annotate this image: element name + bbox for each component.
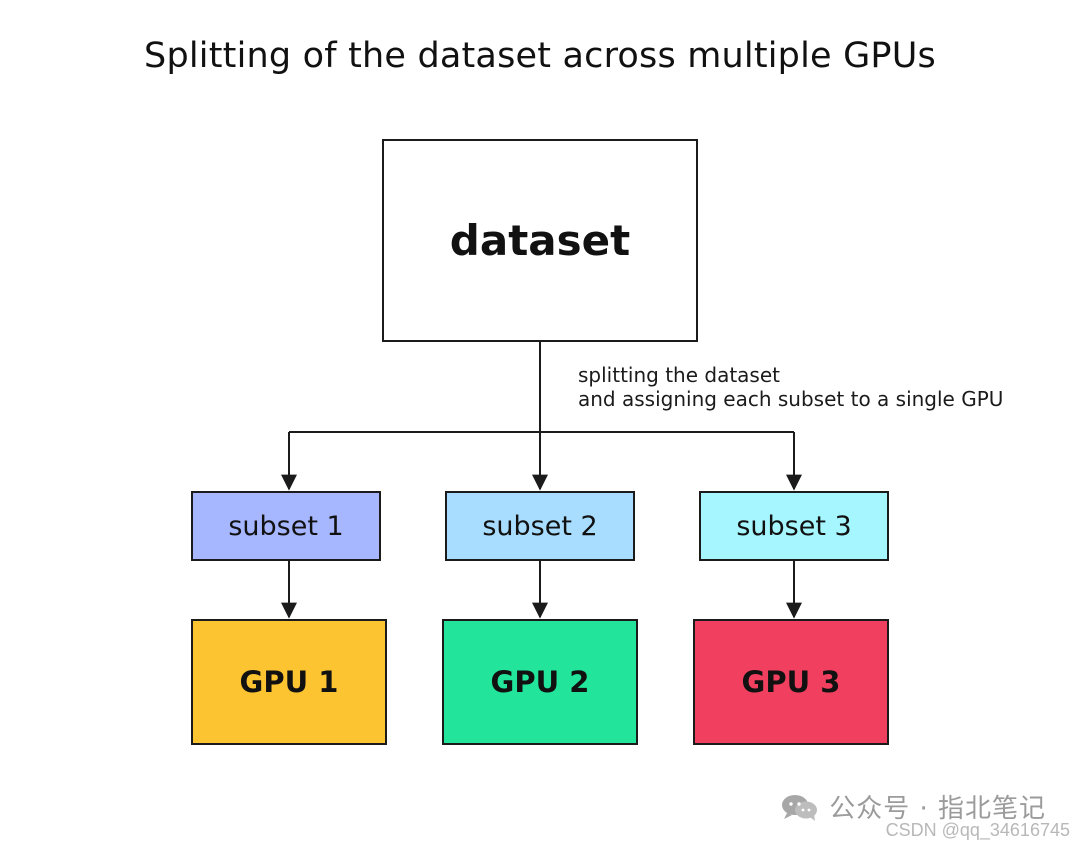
diagram-title: Splitting of the dataset across multiple…	[144, 36, 936, 76]
watermark-text: 公众号 · 指北笔记	[829, 794, 1046, 824]
csdn-watermark: CSDN @qq_34616745	[885, 820, 1070, 840]
annotation-line-1: splitting the dataset	[578, 363, 780, 387]
wechat-icon	[782, 794, 818, 821]
wechat-watermark: 公众号 · 指北笔记	[779, 788, 1046, 825]
gpu-3-node: GPU 3	[693, 619, 889, 745]
gpu-1-node: GPU 1	[191, 619, 387, 745]
split-annotation: splitting the dataset and assigning each…	[578, 363, 1003, 411]
annotation-line-2: and assigning each subset to a single GP…	[578, 387, 1004, 411]
subset-3-node: subset 3	[699, 491, 889, 561]
gpu-2-node: GPU 2	[442, 619, 638, 745]
subset-1-node: subset 1	[191, 491, 381, 561]
dataset-node: dataset	[382, 139, 698, 342]
subset-2-node: subset 2	[445, 491, 635, 561]
